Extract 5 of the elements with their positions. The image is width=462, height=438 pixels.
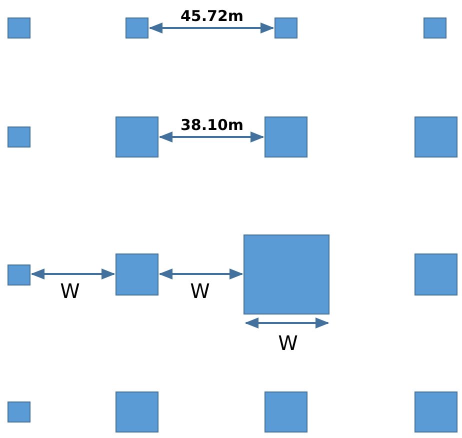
dimension-label: 45.72m — [180, 9, 244, 24]
dimension-label: 38.10m — [180, 118, 244, 133]
dimension-label: W — [60, 281, 80, 301]
dimension-label: W — [190, 281, 210, 301]
dimension-label: W — [278, 333, 298, 353]
